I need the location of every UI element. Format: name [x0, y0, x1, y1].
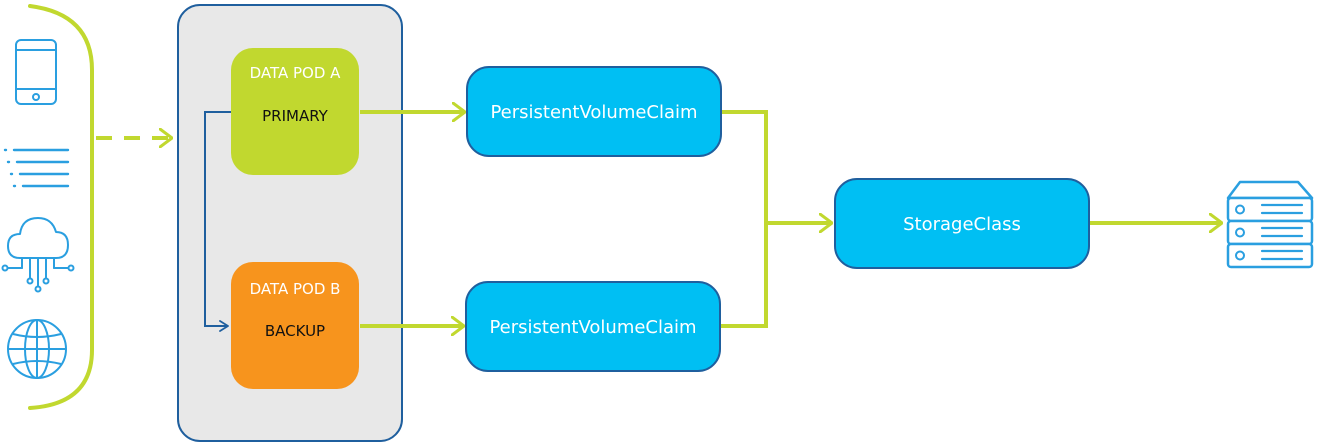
pod-a-title: DATA POD A: [250, 64, 342, 82]
data-pod-a: DATA POD A PRIMARY: [231, 48, 359, 175]
storage-class: StorageClass: [834, 178, 1090, 269]
pvc-top: PersistentVolumeClaim: [466, 66, 722, 157]
pvc-bottom: PersistentVolumeClaim: [465, 281, 721, 372]
pod-b-title: DATA POD B: [250, 280, 341, 298]
replication-connector: [204, 111, 232, 332]
globe-icon: [7, 319, 67, 379]
clients-bracket: [28, 4, 94, 410]
server-storage-icon: [1226, 180, 1314, 269]
data-pod-b: DATA POD B BACKUP: [231, 262, 359, 389]
pvc-merge-connector: [721, 110, 768, 328]
pvc-top-label: PersistentVolumeClaim: [490, 102, 697, 123]
storage-class-label: StorageClass: [903, 214, 1021, 235]
pvc-bottom-label: PersistentVolumeClaim: [489, 317, 696, 338]
smartphone-icon: [15, 39, 57, 105]
pod-b-role: BACKUP: [265, 322, 325, 340]
cloud-network-icon: [1, 217, 75, 293]
pod-a-role: PRIMARY: [262, 107, 329, 125]
list-icon: [3, 148, 70, 188]
